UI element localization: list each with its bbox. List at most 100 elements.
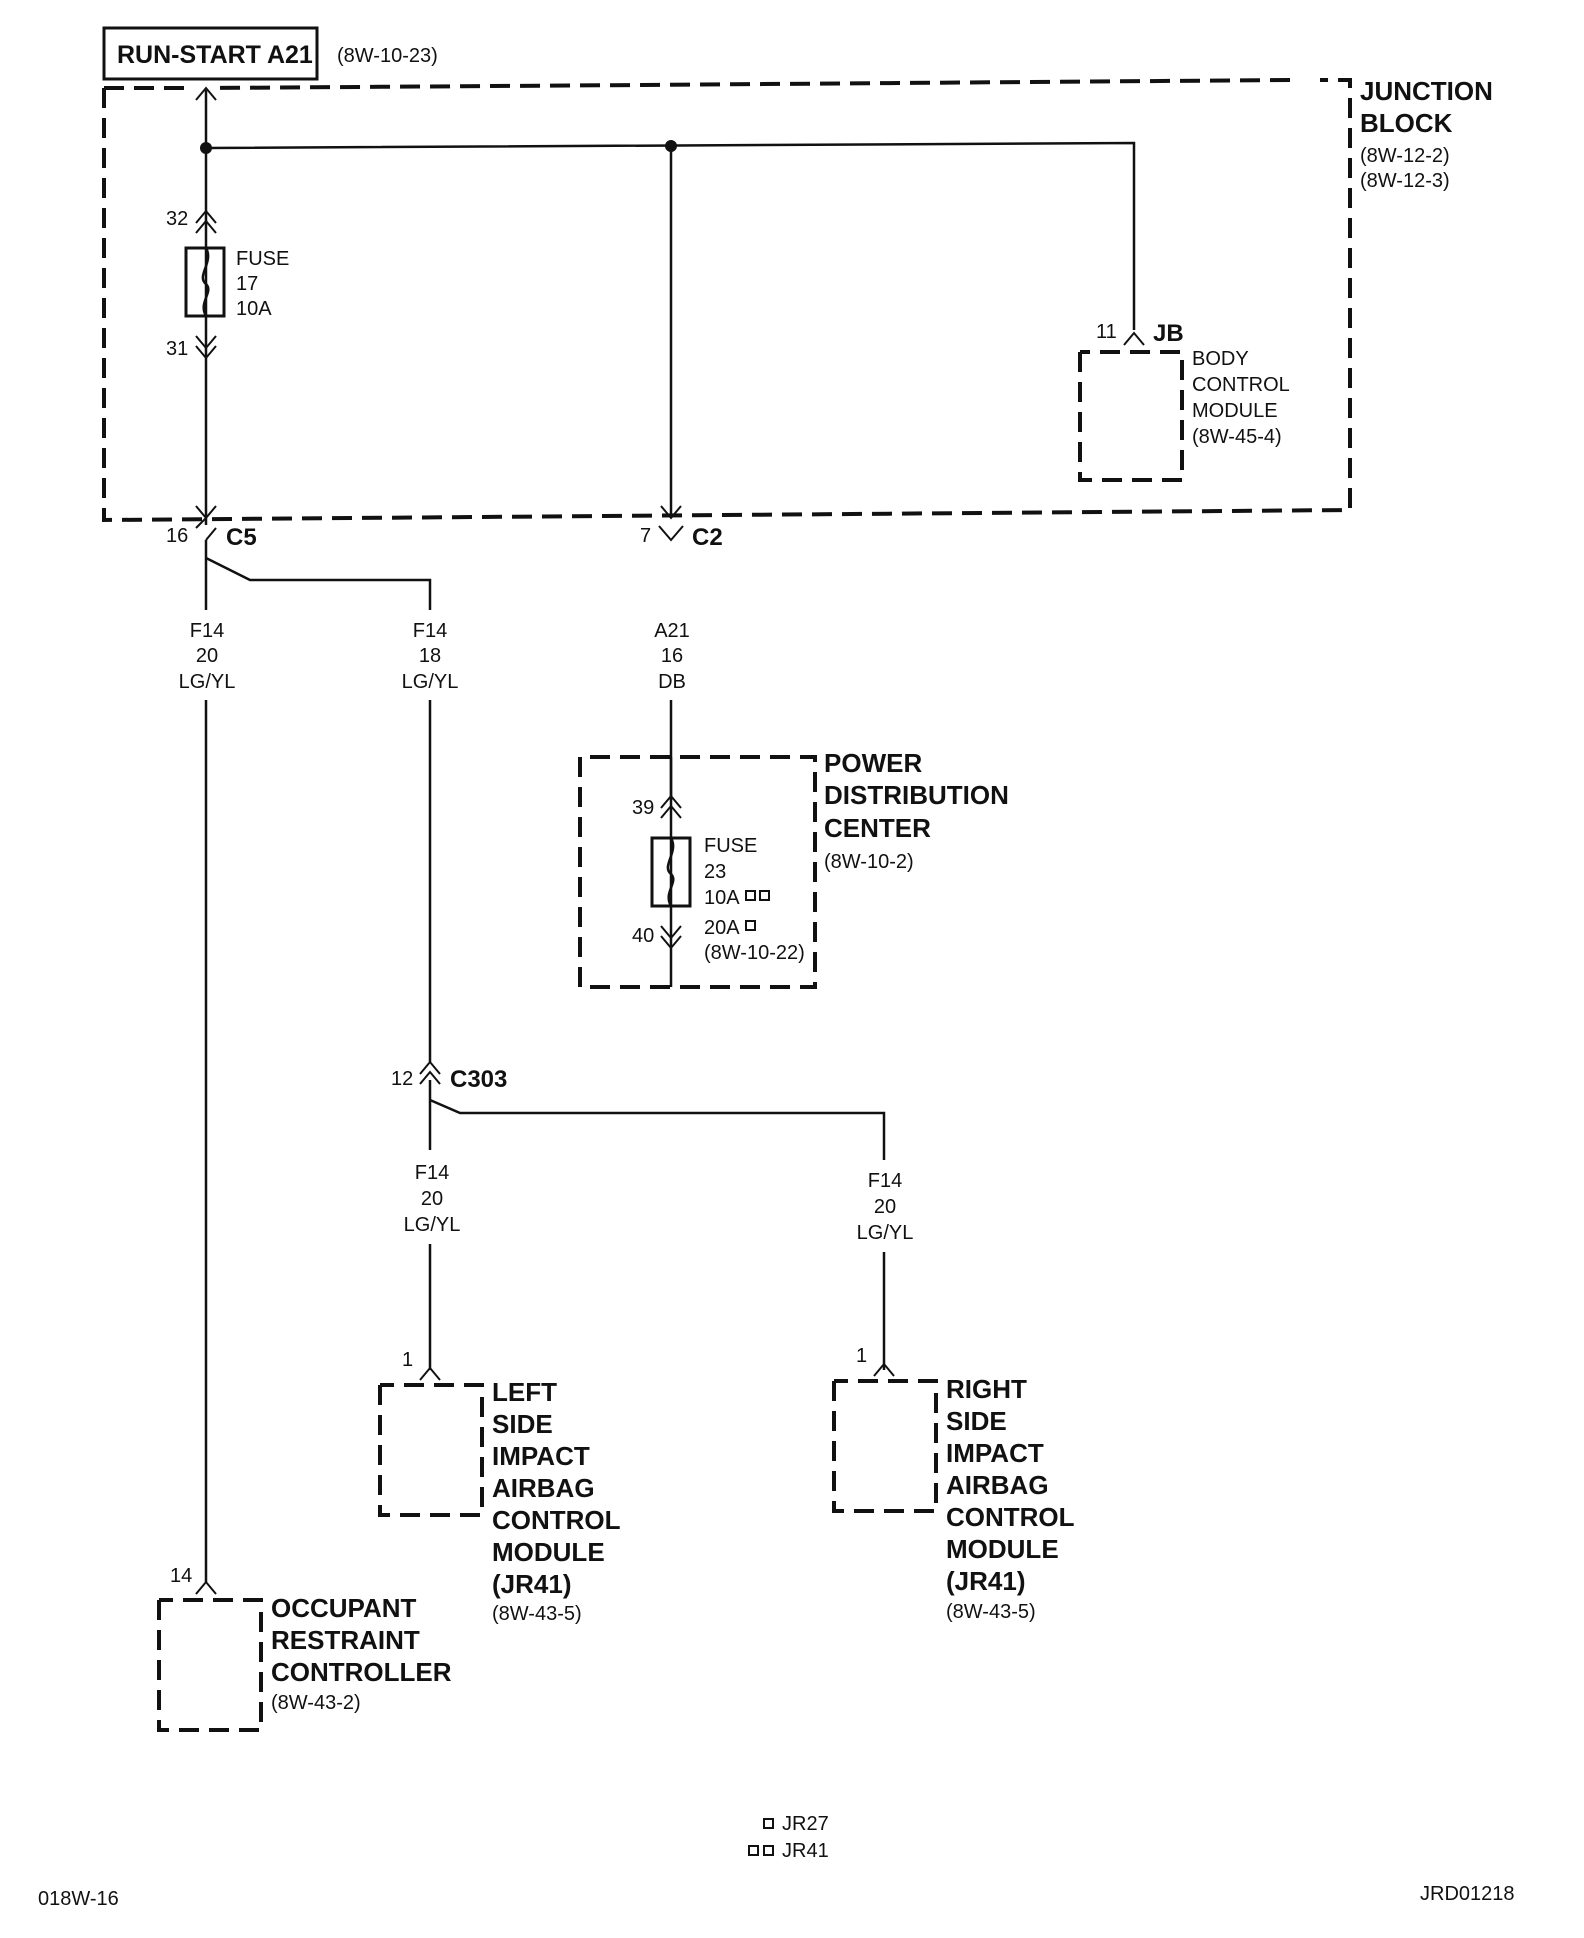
c303-symbol: [419, 1060, 441, 1085]
circuit-label-box: [102, 26, 319, 81]
right-airbag-connector: [873, 1362, 895, 1377]
right-airbag-label-4: AIRBAG: [946, 1470, 1049, 1500]
junction-block-outline: [102, 78, 1352, 523]
fuse23-10a-mark-1: [745, 890, 756, 901]
fuse23-connector-in: [660, 794, 682, 819]
junction-block-ref-1: (8W-12-2): [1360, 145, 1450, 167]
fuse17-connector-in: [195, 209, 217, 234]
left-airbag-ref: (8W-43-5): [492, 1603, 582, 1625]
circuit-ref: (8W-10-23): [337, 45, 438, 67]
w1-color: LG/YL: [179, 671, 236, 693]
w2-gauge: 18: [419, 645, 441, 667]
fuse23-pin-out: 40: [632, 925, 654, 947]
right-airbag-label-6: MODULE: [946, 1534, 1059, 1564]
right-airbag-label-2: SIDE: [946, 1406, 1007, 1436]
page-code: 018W-16: [38, 1888, 119, 1910]
connector-c5: 16 C5: [166, 505, 257, 551]
feed-arrow: [195, 86, 217, 101]
fuse23-pin-in: 39: [632, 797, 654, 819]
fuse23-label-4: 20A: [704, 917, 740, 939]
legend-mark-jr27: [763, 1818, 774, 1829]
left-airbag-label-5: CONTROL: [492, 1505, 621, 1535]
legend-item-2: JR41: [782, 1840, 829, 1862]
w4-circuit: F14: [415, 1162, 449, 1184]
right-airbag-label-5: CONTROL: [946, 1502, 1075, 1532]
bcm-outline: [1078, 350, 1184, 482]
fuse23-label-1: FUSE: [704, 835, 757, 857]
orc-label-2: RESTRAINT: [271, 1625, 420, 1655]
legend-mark-jr41-a: [748, 1845, 759, 1856]
left-airbag-pin: 1: [402, 1349, 413, 1371]
orc-connector: [195, 1580, 217, 1595]
w5-color: LG/YL: [857, 1222, 914, 1244]
bcm-ref: (8W-45-4): [1192, 426, 1282, 448]
wire-label-3: A21 16 DB: [654, 620, 690, 693]
fuse17-label-3: 10A: [236, 298, 272, 320]
w1-gauge: 20: [196, 645, 218, 667]
right-airbag-outline: [832, 1379, 938, 1513]
bus-wire: [205, 141, 1136, 330]
legend-mark-jr41-b: [763, 1845, 774, 1856]
c2-pin: 7: [640, 525, 651, 547]
orc-pin: 14: [170, 1565, 192, 1587]
w5-gauge: 20: [874, 1196, 896, 1218]
pdc-label-2: DISTRIBUTION: [824, 780, 1009, 810]
power-distribution-center: POWER DISTRIBUTION CENTER (8W-10-2) 39 4…: [578, 748, 1009, 989]
w3-color: DB: [658, 671, 686, 693]
w4-gauge: 20: [421, 1188, 443, 1210]
bcm-label-1: BODY: [1192, 348, 1249, 370]
pdc-outline: [578, 755, 817, 989]
fuse17-label-2: 17: [236, 273, 258, 295]
c5-symbol: [195, 505, 217, 529]
fuse17-connector-out: [195, 335, 217, 360]
wire-label-1: F14 20 LG/YL: [179, 620, 236, 693]
fuse23-label-2: 23: [704, 861, 726, 883]
bcm-pin: 11: [1096, 321, 1117, 343]
connector-c303: 12 C303: [391, 1060, 507, 1093]
c5-branch-wire: [205, 556, 432, 610]
c5-symbol-lower: [205, 527, 217, 541]
fuse23-label-5: (8W-10-22): [704, 942, 805, 964]
fuse23-10a-mark-2: [759, 890, 770, 901]
pdc-ref: (8W-10-2): [824, 851, 914, 873]
w1-circuit: F14: [190, 620, 224, 642]
fuse23-label-3: 10A: [704, 887, 740, 909]
c5-pin: 16: [166, 525, 188, 547]
body-control-module: 11 JB BODY CONTROL MODULE (8W-45-4): [1078, 320, 1290, 482]
wire-label-4: F14 20 LG/YL: [404, 1162, 461, 1236]
c5-name: C5: [226, 524, 257, 551]
wire-label-5: F14 20 LG/YL: [857, 1170, 914, 1244]
left-airbag-label-3: IMPACT: [492, 1441, 590, 1471]
right-airbag-label-1: RIGHT: [946, 1374, 1027, 1404]
fuse17-pin-in: 32: [166, 208, 188, 230]
pdc-label-3: CENTER: [824, 813, 931, 843]
fuse23-20a-mark: [745, 920, 756, 931]
left-airbag-module: 1 LEFT SIDE IMPACT AIRBAG CONTROL MODULE…: [378, 1349, 621, 1625]
fuse17-pin-out: 31: [166, 338, 188, 360]
w3-circuit: A21: [654, 620, 690, 642]
fuse23-connector-out: [660, 925, 682, 950]
w5-circuit: F14: [868, 1170, 902, 1192]
circuit-label: RUN-START A21: [117, 41, 313, 69]
connector-c2: 7 C2: [640, 505, 723, 551]
splice-dot-1: [200, 142, 212, 154]
occupant-restraint-controller: 14 OCCUPANT RESTRAINT CONTROLLER (8W-43-…: [157, 1565, 452, 1732]
orc-outline: [157, 1598, 263, 1732]
c2-symbol: [658, 525, 684, 542]
right-airbag-label-3: IMPACT: [946, 1438, 1044, 1468]
fuse-17: 32 FUSE 17 10A 31: [166, 208, 289, 360]
c303-branch-wire: [429, 1098, 886, 1160]
bcm-label-2: CONTROL: [1192, 374, 1290, 396]
left-airbag-label-1: LEFT: [492, 1377, 557, 1407]
bcm-label-3: MODULE: [1192, 400, 1278, 422]
legend-item-1: JR27: [782, 1813, 829, 1835]
right-airbag-pin: 1: [856, 1345, 867, 1367]
junction-block-name-2: BLOCK: [1360, 108, 1453, 138]
pdc-label-1: POWER: [824, 748, 922, 778]
left-airbag-label-4: AIRBAG: [492, 1473, 595, 1503]
orc-label-3: CONTROLLER: [271, 1657, 452, 1687]
junction-block-name-1: JUNCTION: [1360, 76, 1493, 106]
left-airbag-label-2: SIDE: [492, 1409, 553, 1439]
fuse23-element: [666, 837, 675, 907]
